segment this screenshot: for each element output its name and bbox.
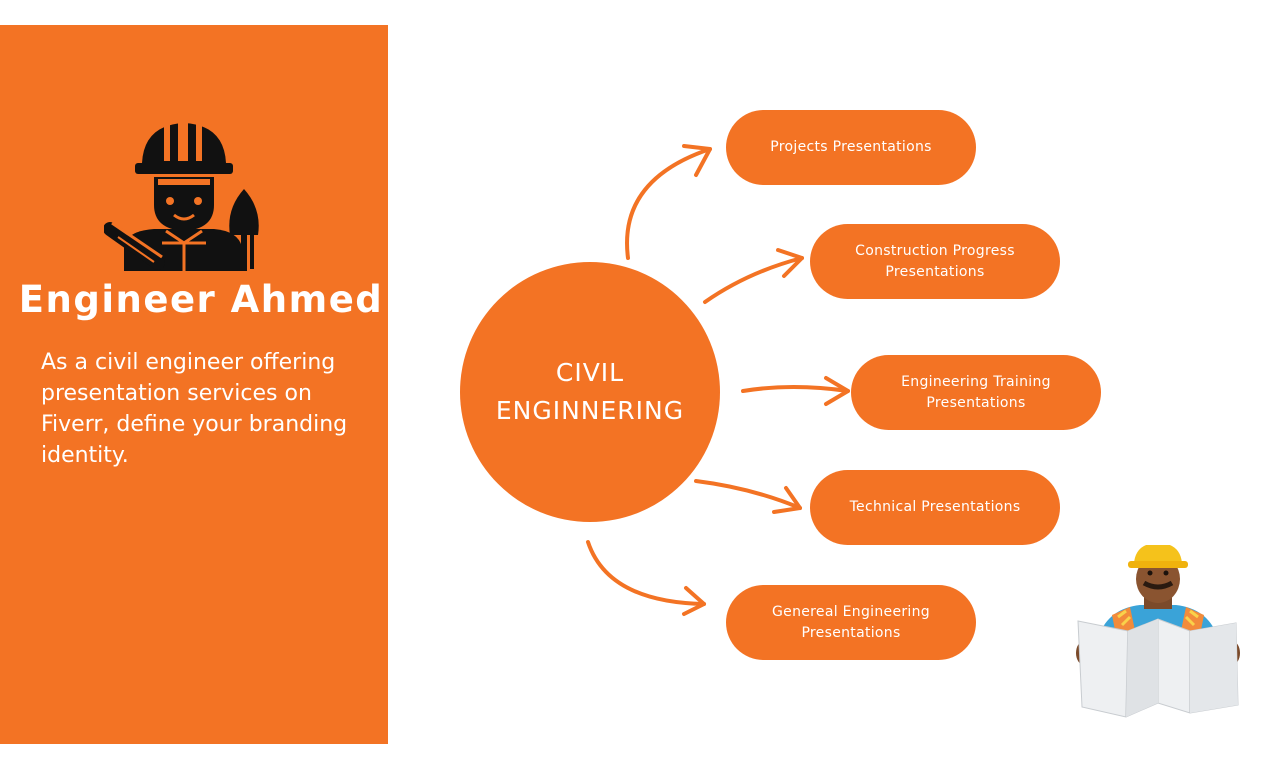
service-label: Technical Presentations bbox=[849, 499, 1021, 515]
service-label: Projects Presentations bbox=[770, 139, 932, 155]
side-panel: Engineer Ahmed As a civil engineer offer… bbox=[0, 25, 388, 744]
worker-reading-blueprint-illustration bbox=[1076, 545, 1240, 718]
arrow-to-projects bbox=[625, 147, 712, 260]
service-label: Presentations bbox=[885, 263, 985, 280]
arrow-to-general bbox=[586, 540, 706, 606]
page-title: Engineer Ahmed bbox=[18, 278, 384, 321]
engineer-with-shovel-icon bbox=[104, 121, 259, 271]
description-text: As a civil engineer offering presentatio… bbox=[41, 350, 348, 468]
hub-label-line1: CIVIL bbox=[555, 358, 625, 387]
arrow-to-training bbox=[741, 385, 850, 393]
service-technical: Technical Presentations bbox=[810, 470, 1060, 545]
service-label: Presentations bbox=[926, 394, 1026, 411]
arrow-to-technical bbox=[694, 479, 802, 510]
center-hub: CIVIL ENGINNERING bbox=[460, 262, 720, 522]
service-label: Engineering Training bbox=[901, 373, 1051, 390]
service-projects: Projects Presentations bbox=[726, 110, 976, 185]
service-label: Presentations bbox=[801, 624, 901, 641]
hub-label-line2: ENGINNERING bbox=[495, 396, 685, 425]
arrow-to-construction bbox=[703, 256, 804, 304]
service-label: Genereal Engineering bbox=[772, 603, 930, 620]
service-label: Construction Progress bbox=[855, 242, 1015, 259]
